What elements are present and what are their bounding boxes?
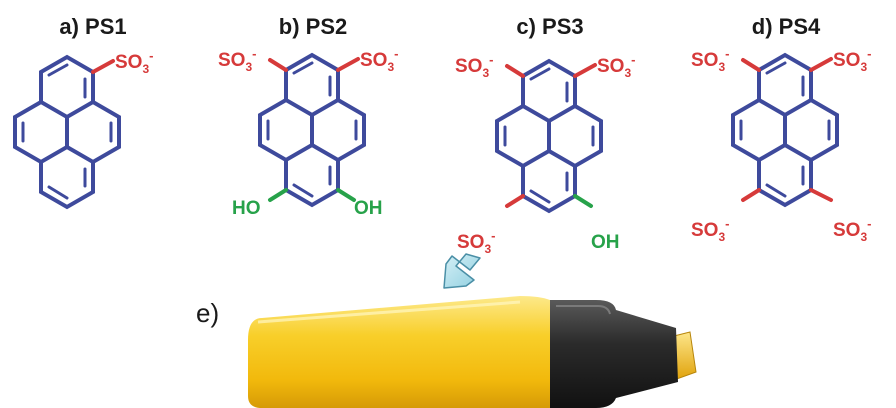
molecule-ps4: SO3- SO3- SO3- SO3- [691, 46, 871, 244]
sulfonate-group-bottom-right: SO3- [809, 188, 871, 244]
marker-body [248, 296, 550, 408]
sulfonate-group-top-right: SO3- [809, 46, 871, 74]
sulfonate-group-left: SO3- [218, 46, 288, 74]
sulfonate-group-top-right: SO3- [573, 52, 635, 80]
svg-text:SO3-: SO3- [360, 46, 398, 74]
hydroxyl-group-left: HO [232, 188, 288, 219]
pyrene-skeleton [13, 54, 121, 210]
sulfonate-group: SO3- [91, 48, 153, 76]
panel-title-ps3: c) PS3 [516, 14, 583, 39]
panel-title-ps4: d) PS4 [752, 14, 821, 39]
marker-cap [548, 300, 678, 408]
hydroxyl-group-right: OH [336, 188, 383, 219]
sulfonate-group-bottom-left: SO3- [691, 188, 761, 244]
pyrene-skeleton [258, 52, 366, 208]
sulfonate-group-top-left: SO3- [455, 52, 525, 80]
svg-text:SO3-: SO3- [455, 52, 493, 80]
sulfonate-group-right: SO3- [336, 46, 398, 74]
so3-label: SO3- [115, 48, 153, 76]
svg-text:SO3-: SO3- [218, 46, 256, 74]
highlighter-marker [248, 296, 697, 408]
molecule-ps2: SO3- SO3- HO OH [218, 46, 398, 219]
pyrene-skeleton [495, 58, 603, 214]
oh-label: OH [591, 232, 620, 253]
ho-label: HO [232, 198, 261, 219]
svg-text:SO3-: SO3- [597, 52, 635, 80]
pyrene-skeleton [731, 52, 839, 208]
sulfonate-group-bottom-left: SO3- [457, 194, 525, 256]
panel-title-ps1: a) PS1 [59, 14, 126, 39]
panel-label-e: e) [196, 298, 219, 328]
arrow-icon [443, 253, 481, 289]
sulfonate-group-top-left: SO3- [691, 46, 761, 74]
svg-text:SO3-: SO3- [833, 46, 871, 74]
oh-label: OH [354, 198, 383, 219]
molecule-ps1: SO3- [13, 48, 153, 210]
svg-text:SO3-: SO3- [833, 216, 871, 244]
molecule-ps3: SO3- SO3- SO3- OH [455, 52, 635, 256]
panel-title-ps2: b) PS2 [279, 14, 347, 39]
svg-text:SO3-: SO3- [691, 46, 729, 74]
svg-text:SO3-: SO3- [691, 216, 729, 244]
hydroxyl-group: OH [573, 194, 620, 253]
svg-text:SO3-: SO3- [457, 228, 495, 256]
